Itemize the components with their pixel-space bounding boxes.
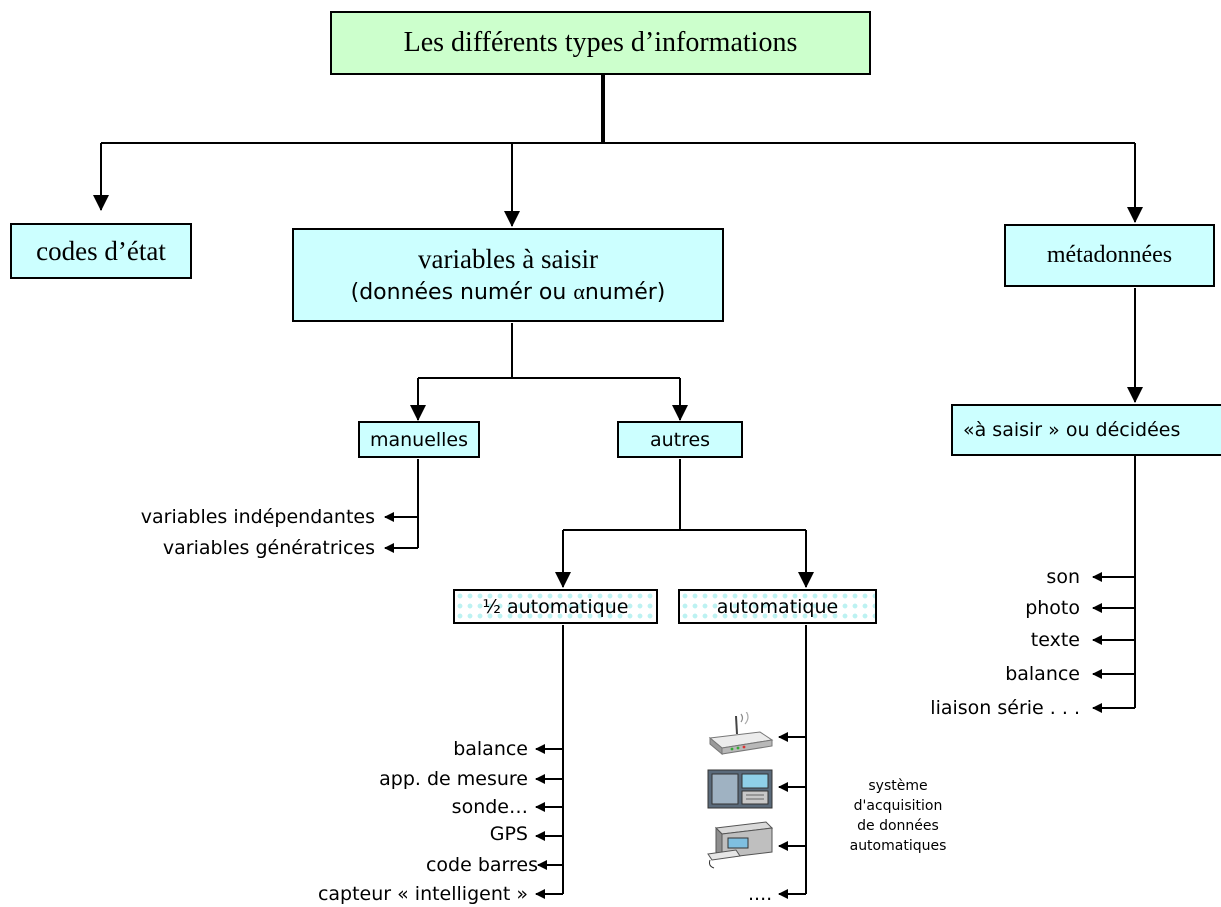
meta-item: liaison série . . . xyxy=(930,697,1080,719)
demi-auto-item: sonde… xyxy=(451,796,528,818)
meta-item: balance xyxy=(1005,663,1080,685)
variables-subtitle-a: (données numér ou xyxy=(350,279,574,305)
manuelles-item: variables génératrices xyxy=(162,537,375,559)
note-line: système xyxy=(868,778,928,794)
data-logger-icon xyxy=(707,769,773,809)
autres-node: autres xyxy=(617,421,743,458)
variables-title: variables à saisir xyxy=(418,243,598,274)
variables-subtitle: (données numér ou αnumér) xyxy=(351,276,666,309)
meta-item: texte xyxy=(1030,629,1080,651)
demi-auto-item: balance xyxy=(453,738,528,760)
demi-auto-item: GPS xyxy=(489,823,528,845)
meta-item: son xyxy=(1046,566,1080,588)
demi-auto-label: ½ automatique xyxy=(482,595,629,618)
demi-auto-item: capteur « intelligent » xyxy=(317,883,528,905)
automatique-more: .... xyxy=(748,883,773,905)
meta-sub-label: «à saisir » ou décidées xyxy=(963,419,1181,441)
codes-etat-node: codes d’état xyxy=(10,223,192,279)
note-line: de données xyxy=(857,818,939,834)
automatique-note: système d'acquisition de données automat… xyxy=(838,776,958,856)
note-line: d'acquisition xyxy=(853,798,943,814)
demi-auto-item: code barres xyxy=(425,854,538,876)
automatique-label: automatique xyxy=(716,595,839,618)
codes-etat-label: codes d’état xyxy=(36,235,166,266)
metadonnees-node: métadonnées xyxy=(1004,224,1215,287)
meta-item: photo xyxy=(1025,597,1080,619)
wireless-transmitter-icon xyxy=(708,712,774,756)
note-line: automatiques xyxy=(849,838,947,854)
metadonnees-label: métadonnées xyxy=(1046,242,1173,268)
root-node: Les différents types d’informations xyxy=(330,11,871,75)
meta-sub-node: «à saisir » ou décidées xyxy=(951,404,1221,456)
variables-node: variables à saisir (données numér ou αnu… xyxy=(292,228,724,322)
acquisition-unit-icon xyxy=(707,821,774,869)
autres-label: autres xyxy=(649,428,711,451)
manuelles-item: variables indépendantes xyxy=(140,506,375,528)
alpha-symbol: α xyxy=(573,278,585,304)
demi-auto-node: ½ automatique xyxy=(453,589,658,624)
manuelles-node: manuelles xyxy=(358,421,480,458)
root-title: Les différents types d’informations xyxy=(403,27,798,58)
automatique-node: automatique xyxy=(678,589,877,624)
manuelles-label: manuelles xyxy=(369,428,469,451)
demi-auto-item: app. de mesure xyxy=(379,768,528,790)
variables-subtitle-b: numér) xyxy=(584,279,666,305)
